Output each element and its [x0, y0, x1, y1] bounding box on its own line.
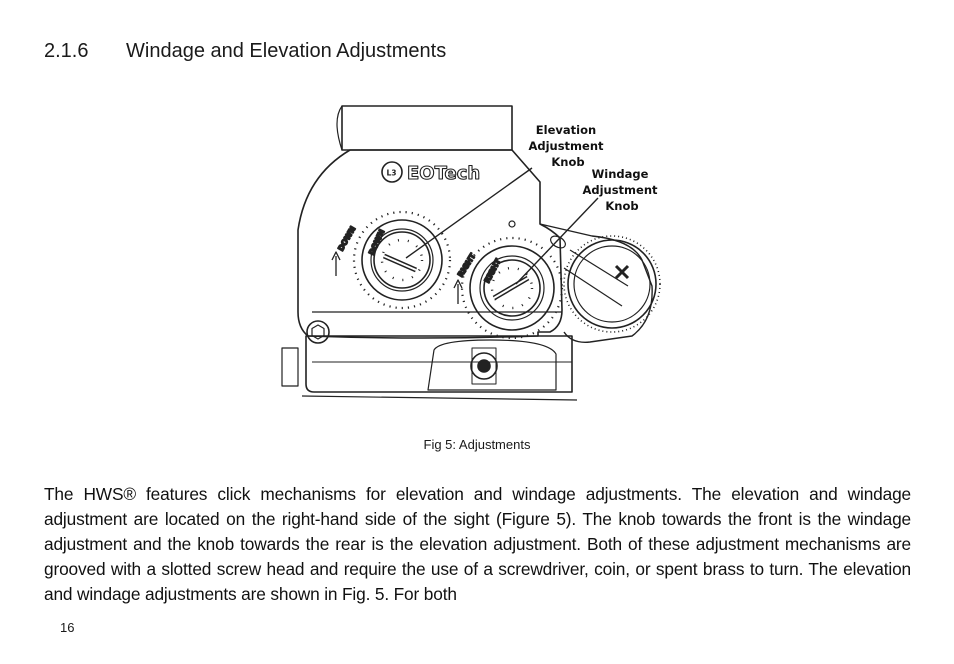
- windage-dial-right-outer: RIGHT: [456, 251, 478, 279]
- sight-base: [305, 335, 573, 393]
- hex-screw-ring: [306, 320, 330, 344]
- brand-logo-text: EOTech: [407, 163, 480, 184]
- body-screw-dot: [508, 220, 516, 228]
- clamp-screw-core: [477, 359, 491, 373]
- hex-screw-socket: [311, 324, 325, 340]
- base-foot: [301, 395, 578, 401]
- body-paragraph: The HWS® features click mechanisms for e…: [44, 484, 911, 604]
- clamp-screw-body: [471, 347, 497, 385]
- elevation-arrow-icon: [331, 251, 341, 276]
- figure-caption: Fig 5: Adjustments: [423, 437, 531, 452]
- elevation-knob-label: Elevation Adjustment Knob: [528, 123, 607, 169]
- page-number: 16: [60, 620, 75, 635]
- elevation-knob-drawing: [352, 210, 452, 310]
- sight-line-drawing: L3 EOTech DOWN DOWN RIGHT RIGHT: [281, 105, 661, 401]
- windage-leader-line: [515, 197, 599, 285]
- battery-cap-drawing: [539, 223, 661, 343]
- clamp-screw-head: [470, 352, 498, 380]
- rail-clamp: [427, 339, 557, 391]
- sight-hood-shade: [336, 105, 343, 151]
- windage-arrow-icon: [453, 279, 463, 304]
- sight-hood: [341, 105, 513, 151]
- section-title: Windage and Elevation Adjustments: [126, 40, 447, 62]
- section-number: 2.1.6: [44, 40, 89, 62]
- section-heading: 2.1.6 Windage and Elevation Adjustments: [44, 40, 446, 63]
- brand-logo-icon: [381, 161, 403, 183]
- base-lip: [281, 347, 299, 387]
- adjustments-figure: L3 EOTech DOWN DOWN RIGHT RIGHT: [272, 100, 682, 410]
- elevation-leader-line: [405, 167, 533, 259]
- svg-text:L3: L3: [387, 169, 397, 178]
- windage-knob-drawing: [460, 236, 564, 340]
- windage-knob-label: Windage Adjustment Knob: [582, 167, 661, 213]
